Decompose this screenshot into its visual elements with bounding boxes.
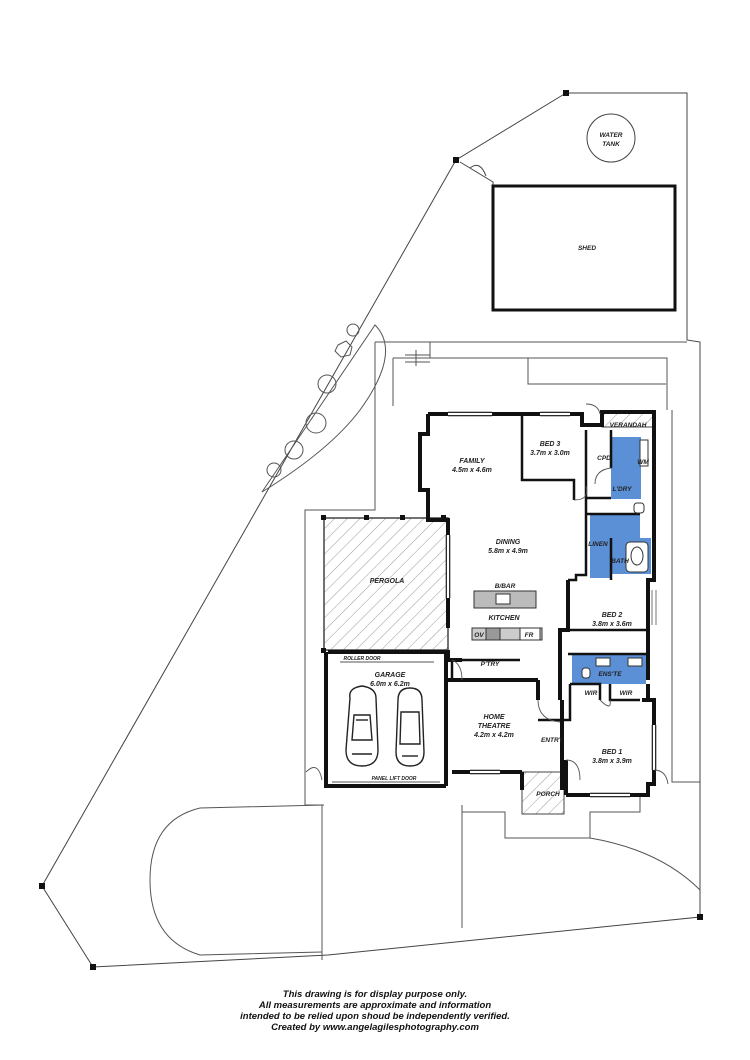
linen-label: LINEN: [588, 541, 608, 548]
side-steps: [405, 350, 430, 366]
family-label: FAMILY: [459, 458, 485, 465]
wm-label: WM: [637, 459, 649, 466]
laundry-label: L'DRY: [612, 486, 632, 493]
convertible-car-icon: [345, 685, 379, 767]
window-frames: [445, 411, 657, 798]
disclaimer-line-3: intended to be relied upon shoud be inde…: [240, 1011, 510, 1022]
dining-dims: 5.8m x 4.9m: [488, 548, 528, 555]
bed2-dims: 3.8m x 3.6m: [592, 621, 632, 628]
garden-bed: [261, 323, 387, 493]
interior-walls: [450, 414, 648, 722]
room-labels: FAMILY 4.5m x 4.6m BED 3 3.7m x 3.0m DIN…: [344, 441, 650, 782]
property-boundary: [41, 92, 701, 968]
bed2-label: BED 2: [602, 612, 623, 619]
porch-label: PORCH: [536, 791, 560, 798]
water-tank-label-2: TANK: [602, 141, 621, 148]
porch: PORCH: [521, 771, 565, 815]
bed1-dims: 3.8m x 3.9m: [592, 758, 632, 765]
family-dims: 4.5m x 4.6m: [451, 467, 492, 474]
bbar-label: B/BAR: [495, 583, 516, 590]
doors: [305, 403, 669, 785]
house-walls: [324, 410, 656, 797]
verandah-label: VERANDAH: [610, 422, 647, 429]
water-tank: WATER TANK: [586, 113, 636, 163]
verandah: VERANDAH: [601, 412, 655, 429]
cpd-label: CPD: [597, 455, 611, 462]
wir2-label: WIR: [620, 690, 633, 697]
kitchen-label: KITCHEN: [488, 615, 520, 622]
fridge-label: FR: [525, 632, 534, 639]
shed: SHED: [491, 184, 677, 312]
bath-fixtures: [581, 439, 649, 679]
wir1-label: WIR: [585, 690, 598, 697]
bed3-dims: 3.7m x 3.0m: [530, 450, 570, 457]
home-theatre-label-2: THEATRE: [478, 723, 511, 730]
garage-dims: 6.0m x 6.2m: [370, 681, 410, 688]
garage-doors: [332, 661, 440, 783]
disclaimer: This drawing is for display purpose only…: [0, 989, 750, 1033]
bath-label: BATH: [611, 558, 629, 565]
panel-door-label: PANEL LIFT DOOR: [372, 776, 417, 782]
pantry-label: P'TRY: [481, 661, 500, 668]
water-tank-label-1: WATER: [600, 132, 623, 139]
roller-door-label: ROLLER DOOR: [344, 656, 381, 662]
pergola-label: PERGOLA: [370, 578, 405, 585]
garage-label: GARAGE: [375, 672, 406, 679]
disclaimer-line-4: Created by www.angelagilesphotography.co…: [271, 1022, 479, 1033]
cars: [345, 685, 425, 767]
boundary-markers: [39, 90, 703, 970]
pergola: PERGOLA: [321, 515, 449, 653]
disclaimer-line-2: All measurements are approximate and inf…: [258, 1000, 492, 1011]
oven-label: OV: [474, 632, 484, 639]
home-theatre-dims: 4.2m x 4.2m: [473, 732, 514, 739]
bed1-label: BED 1: [602, 749, 623, 756]
dining-label: DINING: [496, 539, 521, 546]
ensuite-label: ENS'TE: [598, 671, 622, 678]
entry-label: ENTRY: [541, 737, 564, 744]
disclaimer-line-1: This drawing is for display purpose only…: [282, 989, 468, 1000]
kitchen-fixtures: [471, 590, 543, 641]
gate: [459, 161, 494, 188]
bed3-label: BED 3: [540, 441, 561, 448]
yard-lines: [149, 341, 701, 960]
home-theatre-label-1: HOME: [484, 714, 505, 721]
coupe-car-icon: [395, 687, 425, 767]
shed-label: SHED: [578, 245, 596, 252]
windows: [447, 413, 655, 796]
